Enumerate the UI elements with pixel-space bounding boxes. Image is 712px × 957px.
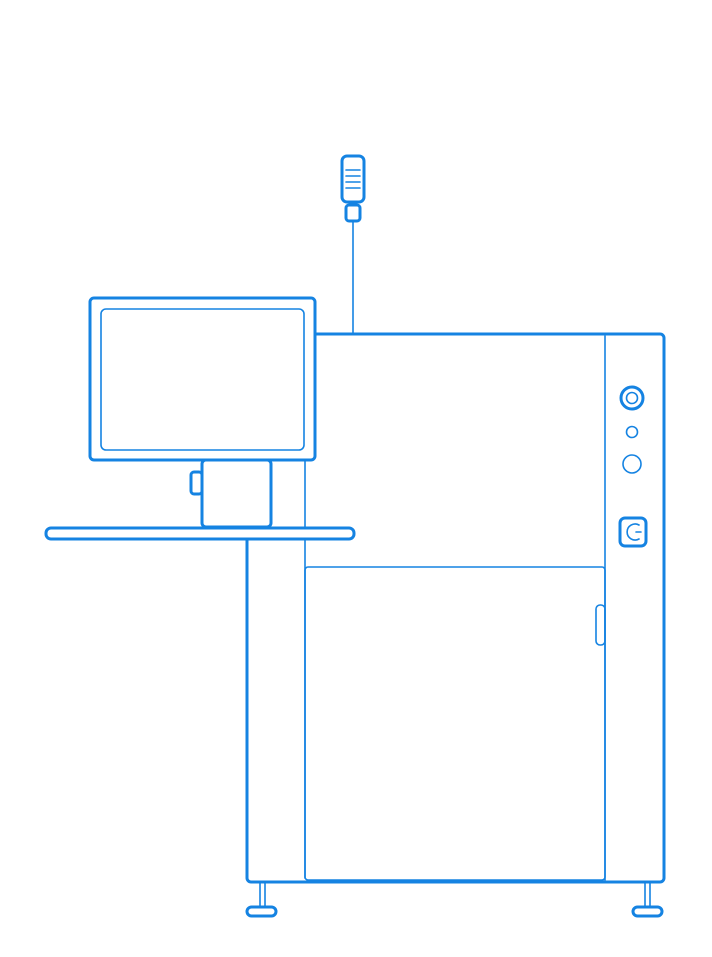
cabinet-door bbox=[304, 566, 606, 881]
key-switch-icon bbox=[618, 516, 648, 548]
leveling-foot-icon bbox=[245, 881, 278, 918]
start-button-icon bbox=[622, 454, 642, 474]
indicator-light-icon bbox=[625, 425, 639, 439]
signal-tower-icon bbox=[340, 154, 366, 335]
door-handle-icon bbox=[595, 604, 606, 646]
leveling-foot-icon bbox=[631, 881, 664, 918]
emergency-stop-icon bbox=[619, 385, 645, 411]
monitor bbox=[88, 296, 317, 462]
control-panel bbox=[618, 385, 648, 548]
keyboard-mount bbox=[189, 458, 273, 529]
work-shelf bbox=[44, 526, 356, 541]
machine-cabinet bbox=[245, 332, 666, 884]
